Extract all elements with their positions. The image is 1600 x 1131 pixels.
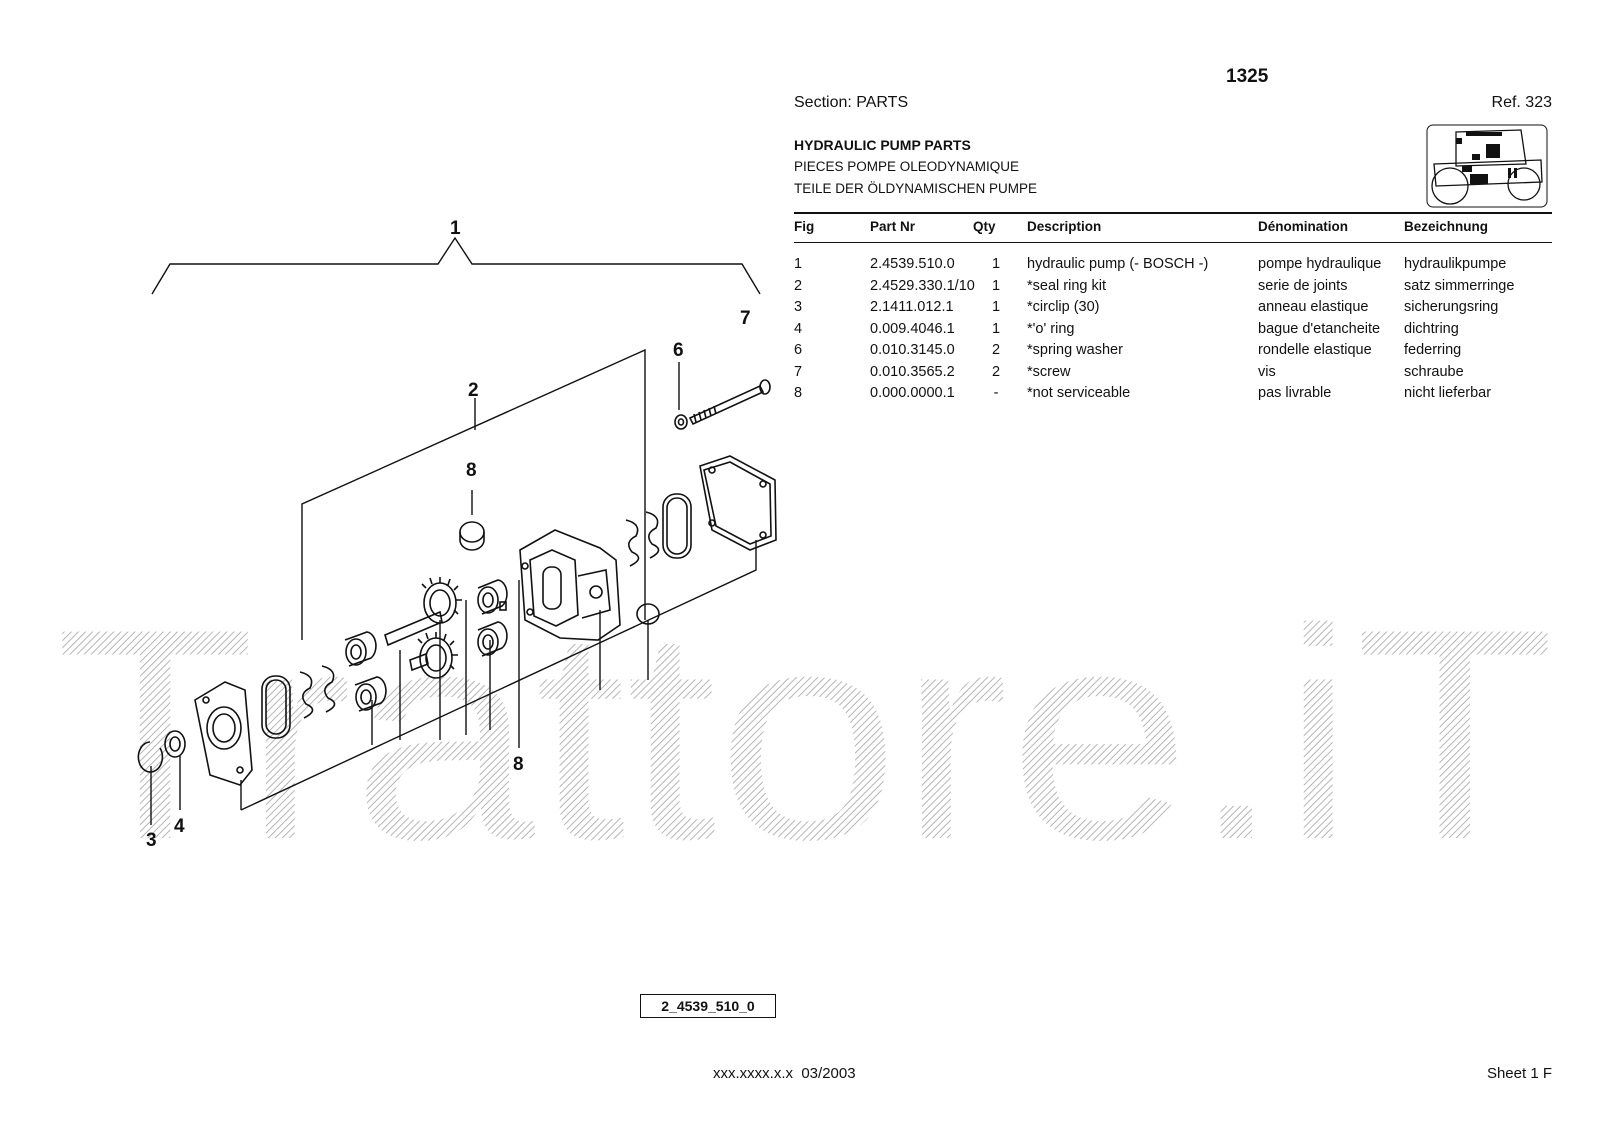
cell-part-nr: 0.010.3145.0 bbox=[870, 342, 955, 358]
watermark: Trattore.iT bbox=[55, 610, 1555, 860]
model-number: 1325 bbox=[1226, 66, 1269, 87]
gear-shaft-part bbox=[384, 577, 462, 679]
cell-qty: 1 bbox=[991, 256, 1001, 272]
table-row: 7 0.010.3565.2 2 *screw vis schraube bbox=[794, 364, 1554, 386]
exploded-diagram: 1 2 3 4 6 7 8 8 bbox=[137, 218, 777, 851]
callout-6: 6 bbox=[673, 340, 684, 361]
cell-description: *seal ring kit bbox=[1027, 277, 1106, 294]
spring-washer-part bbox=[674, 414, 688, 430]
title-french: PIECES POMPE OLEODYNAMIQUE bbox=[794, 159, 1020, 174]
cell-denomination: bague d'etancheite bbox=[1258, 320, 1381, 337]
header-fig: Fig bbox=[794, 219, 815, 234]
cell-part-nr: 0.000.0000.1 bbox=[870, 385, 955, 401]
header-qty: Qty bbox=[973, 219, 996, 234]
o-ring-part bbox=[164, 730, 186, 758]
circlip-part bbox=[137, 741, 164, 773]
sheet-label: Sheet 1 F bbox=[1486, 1065, 1552, 1082]
cell-bezeichnung: nicht lieferbar bbox=[1404, 385, 1492, 401]
cell-description: *circlip (30) bbox=[1027, 299, 1100, 315]
cell-description: *not serviceable bbox=[1027, 385, 1131, 401]
section-label: Section: PARTS bbox=[794, 94, 909, 111]
cell-denomination: rondelle elastique bbox=[1258, 342, 1372, 358]
watermark-text: Trattore.iT bbox=[55, 610, 1555, 860]
cell-denomination: pompe hydraulique bbox=[1258, 256, 1382, 272]
cell-denomination: vis bbox=[1258, 363, 1276, 380]
cell-bezeichnung: satz simmerringe bbox=[1404, 277, 1515, 294]
cell-fig: 7 bbox=[794, 363, 803, 380]
callout-1: 1 bbox=[450, 218, 461, 239]
table-header-rule bbox=[794, 242, 1552, 243]
cell-bezeichnung: dichtring bbox=[1404, 320, 1459, 337]
cell-part-nr: 2.1411.012.1 bbox=[870, 299, 954, 315]
cell-description: hydraulic pump (- BOSCH -) bbox=[1027, 256, 1209, 272]
cell-part-nr: 0.009.4046.1 bbox=[870, 320, 955, 337]
bracket-1 bbox=[151, 236, 761, 295]
cell-fig: 3 bbox=[794, 299, 803, 315]
seal-ring-left bbox=[261, 665, 336, 739]
plug-part-bottom bbox=[636, 603, 660, 625]
table-row: 4 0.009.4046.1 1 *'o' ring bague d'etanc… bbox=[794, 321, 1554, 343]
table-top-rule bbox=[794, 212, 1552, 214]
header-part-nr: Part Nr bbox=[870, 219, 916, 234]
table-row: 2 2.4529.330.1/10 1 *seal ring kit serie… bbox=[794, 278, 1554, 300]
footer-code-date: xxx.xxxx.x.x 03/2003 bbox=[713, 1065, 856, 1082]
rear-bush-part bbox=[477, 579, 508, 657]
table-row: 1 2.4539.510.0 1 hydraulic pump (- BOSCH… bbox=[794, 256, 1554, 278]
table-row: 8 0.000.0000.1 - *not serviceable pas li… bbox=[794, 385, 1554, 407]
title-german: TEILE DER ÖLDYNAMISCHEN PUMPE bbox=[794, 181, 1038, 196]
header-bezeichnung: Bezeichnung bbox=[1404, 219, 1489, 234]
table-row: 3 2.1411.012.1 1 *circlip (30) anneau el… bbox=[794, 299, 1554, 321]
cell-denomination: pas livrable bbox=[1258, 385, 1332, 401]
leader-2 bbox=[301, 348, 646, 640]
pump-body-part bbox=[519, 529, 621, 641]
cell-description: *screw bbox=[1027, 363, 1071, 380]
tractor-thumbnail bbox=[1426, 124, 1548, 208]
callout-2: 2 bbox=[468, 380, 479, 401]
callout-7: 7 bbox=[740, 308, 751, 329]
cell-part-nr: 2.4539.510.0 bbox=[870, 256, 955, 272]
diagram-part-number-box: 2_4539_510_0 bbox=[640, 994, 776, 1018]
parts-table: 1 2.4539.510.0 1 hydraulic pump (- BOSCH… bbox=[794, 256, 1554, 407]
callout-8-top: 8 bbox=[466, 460, 477, 481]
cell-bezeichnung: federring bbox=[1404, 342, 1462, 358]
cell-bezeichnung: hydraulikpumpe bbox=[1404, 256, 1507, 272]
cell-qty: 1 bbox=[991, 320, 1001, 337]
cell-part-nr: 2.4529.330.1/10 bbox=[870, 277, 975, 294]
cell-fig: 1 bbox=[794, 256, 803, 272]
seal-ring-right bbox=[625, 493, 692, 567]
cell-fig: 4 bbox=[794, 320, 803, 337]
header-denomination: Dénomination bbox=[1258, 219, 1348, 234]
rear-cover-part bbox=[699, 455, 777, 551]
cell-description: *'o' ring bbox=[1027, 320, 1075, 337]
cell-denomination: anneau elastique bbox=[1258, 299, 1369, 315]
cell-qty: 2 bbox=[991, 363, 1001, 380]
reference-label: Ref. 323 bbox=[1491, 94, 1552, 111]
cell-fig: 2 bbox=[794, 277, 803, 294]
cell-qty: 1 bbox=[991, 299, 1001, 315]
cell-description: *spring washer bbox=[1027, 342, 1123, 358]
front-flange-part bbox=[194, 681, 253, 786]
bearing-bush-part bbox=[344, 631, 387, 712]
callout-8-bottom: 8 bbox=[513, 754, 524, 775]
cell-qty: - bbox=[993, 385, 999, 401]
cell-bezeichnung: schraube bbox=[1404, 363, 1464, 380]
header-description: Description bbox=[1027, 219, 1102, 234]
title-english: HYDRAULIC PUMP PARTS bbox=[794, 137, 971, 153]
table-row: 6 0.010.3145.0 2 *spring washer rondelle… bbox=[794, 342, 1554, 364]
cell-fig: 8 bbox=[794, 385, 803, 401]
cell-fig: 6 bbox=[794, 342, 803, 358]
callout-3: 3 bbox=[146, 830, 157, 851]
plug-part-top bbox=[459, 521, 485, 551]
cell-bezeichnung: sicherungsring bbox=[1404, 299, 1499, 315]
screw-part bbox=[688, 379, 771, 426]
cell-part-nr: 0.010.3565.2 bbox=[870, 363, 955, 380]
cell-qty: 2 bbox=[991, 342, 1001, 358]
callout-4: 4 bbox=[174, 816, 185, 837]
cell-denomination: serie de joints bbox=[1258, 277, 1348, 294]
cell-qty: 1 bbox=[991, 277, 1001, 294]
